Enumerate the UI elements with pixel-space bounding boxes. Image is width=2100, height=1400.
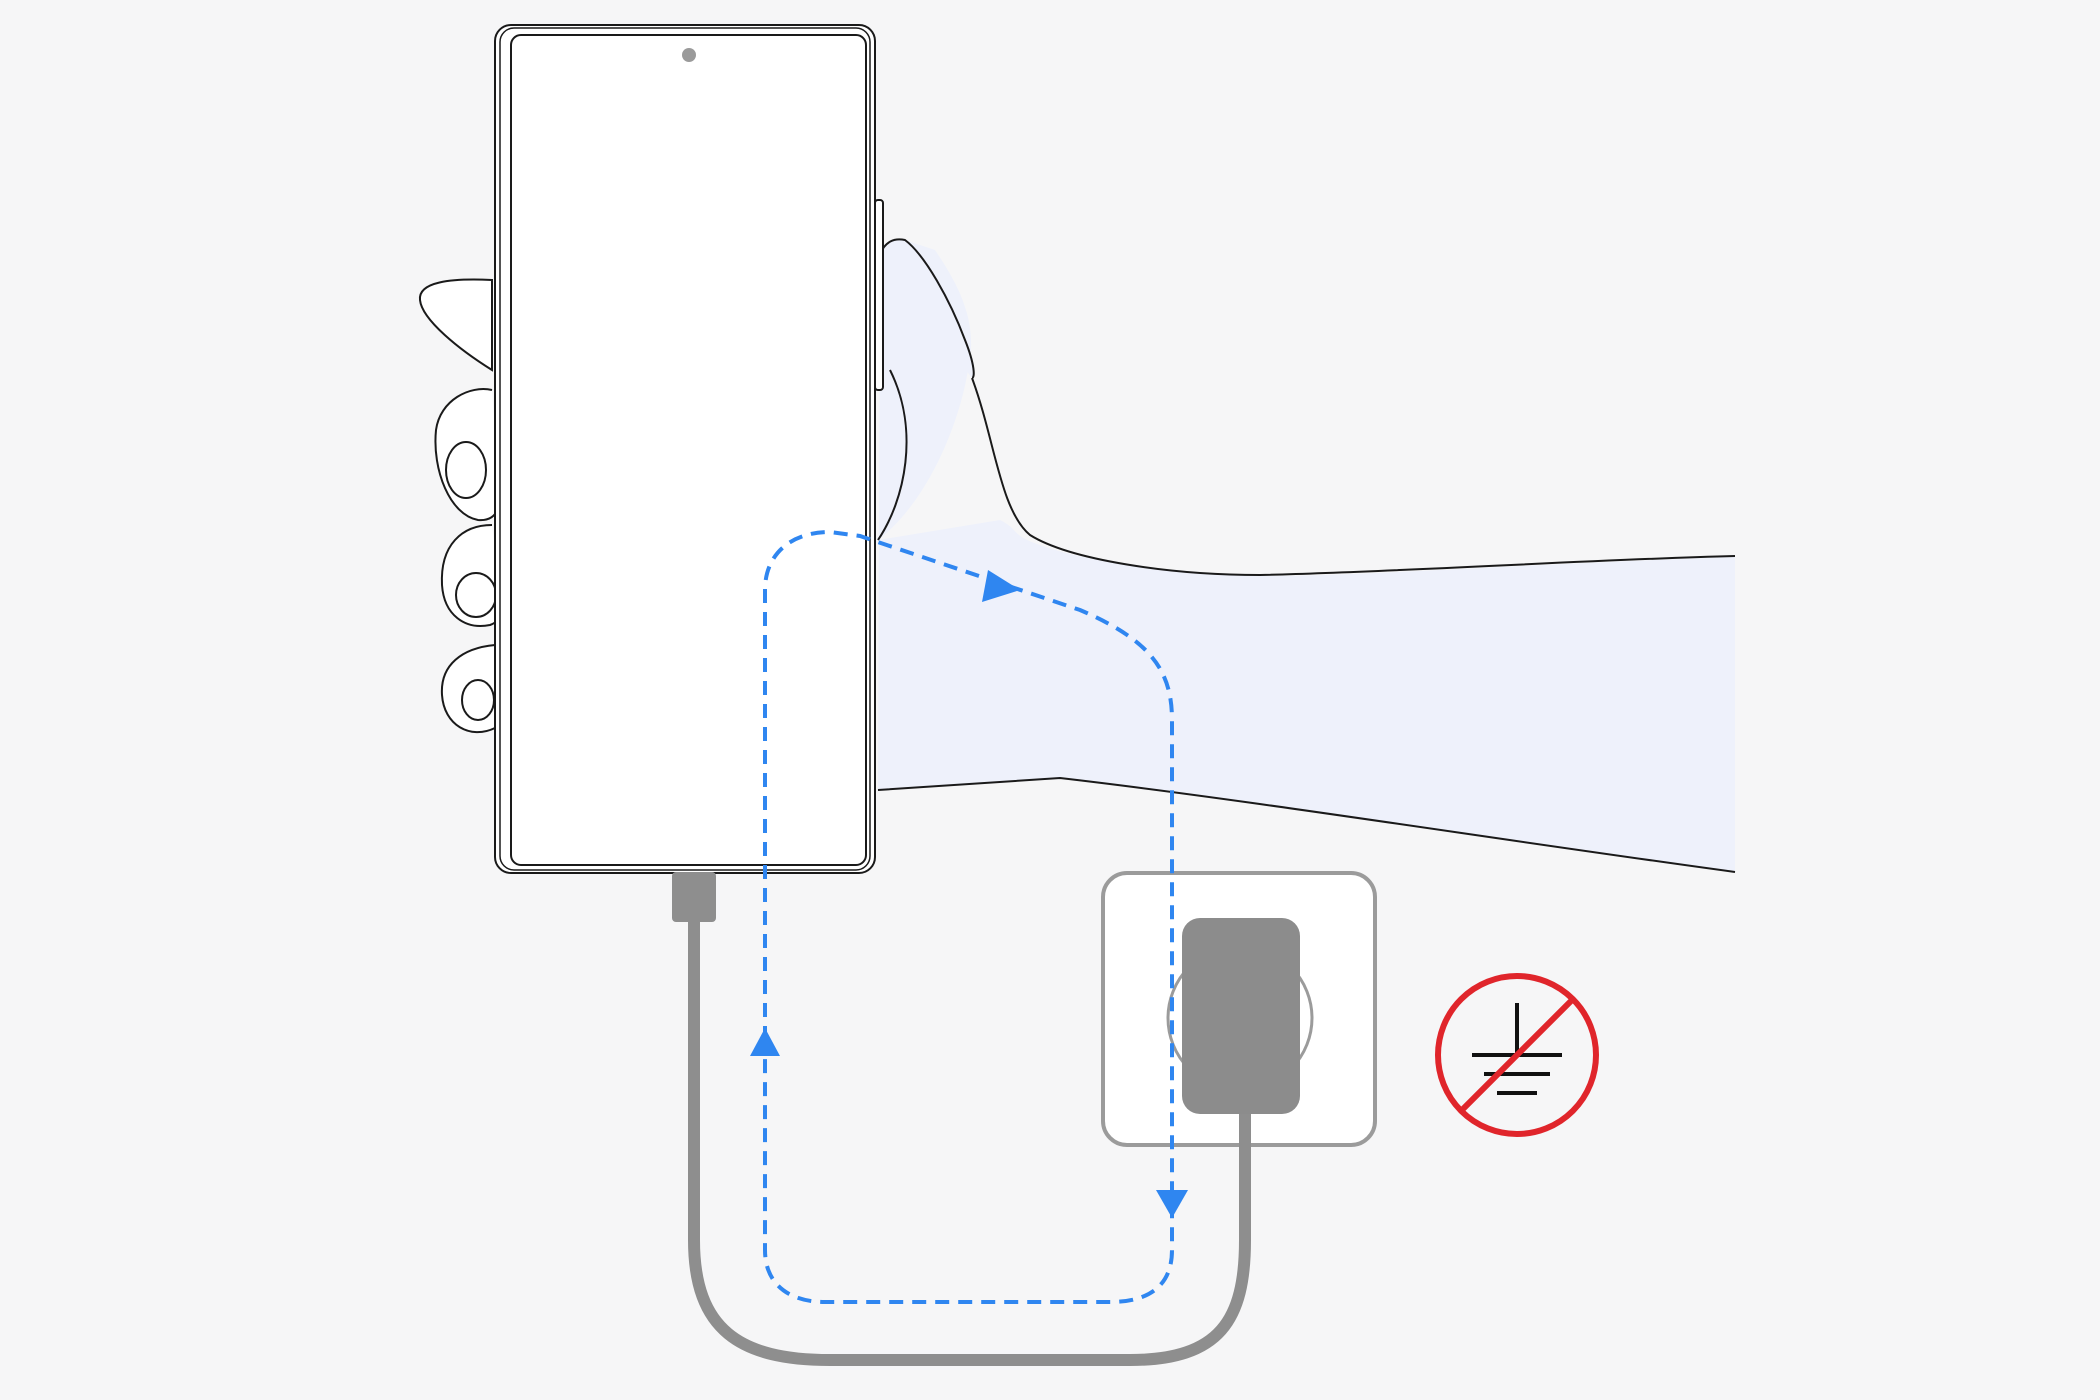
current-path: [750, 529, 1188, 1304]
fingernail-little: [461, 679, 495, 721]
current-arrow-down: [1156, 1190, 1188, 1218]
wrist-top-outline: [971, 377, 1736, 577]
arm-fill: [878, 240, 1735, 872]
usb-plug: [672, 872, 716, 922]
prohibit-circle: [1435, 973, 1599, 1137]
current-arrow-right: [982, 570, 1020, 602]
arm: [877, 238, 1736, 873]
arm-top-outline: [877, 369, 908, 541]
phone-icon: [494, 24, 884, 874]
prohibit-slash: [1458, 996, 1576, 1114]
no-ground-icon: [1435, 973, 1599, 1137]
front-camera-icon: [682, 48, 696, 62]
thumb-outline: [877, 238, 975, 379]
wrist-bottom-outline: [877, 776, 1736, 873]
phone-side-edge: [499, 27, 871, 871]
usb-cable: [688, 914, 1251, 1366]
current-arrow-up: [750, 1028, 780, 1056]
fingers: [418, 278, 509, 734]
finger-index: [418, 278, 493, 372]
charger-adapter-icon: [1182, 918, 1300, 1114]
side-button: [874, 199, 884, 391]
current-path-line: [763, 529, 1174, 1304]
fingernail-middle: [445, 441, 487, 499]
fingernail-ring: [455, 572, 497, 618]
phone-screen: [510, 34, 867, 866]
